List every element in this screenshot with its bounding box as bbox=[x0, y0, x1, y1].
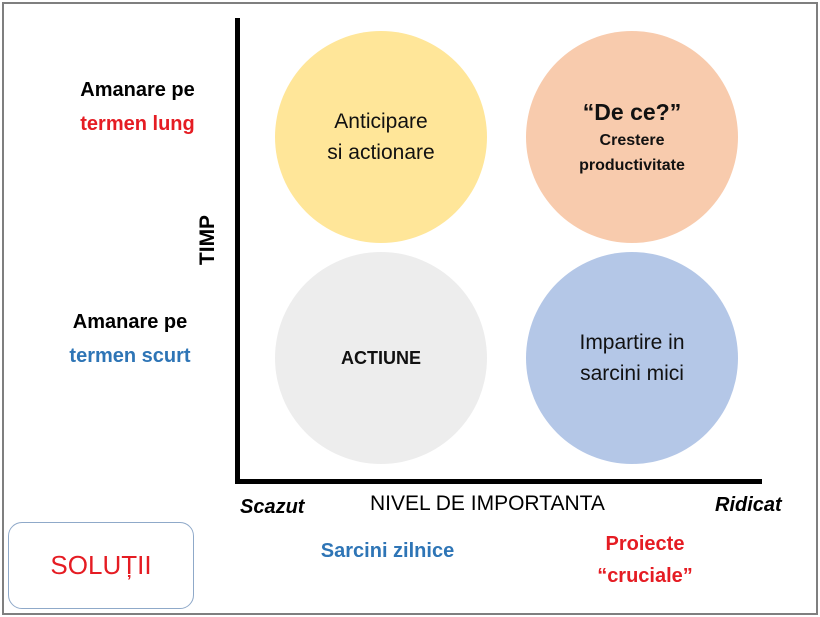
y-axis-title: TIMP bbox=[196, 214, 219, 266]
y-label-long-term: Amanare pe termen lung bbox=[40, 73, 235, 141]
solutions-crucial-line2: “cruciale” bbox=[597, 565, 693, 587]
quadrant-text: ACTIUNE bbox=[341, 347, 421, 368]
y-label-short-line2: termen scurt bbox=[69, 345, 191, 367]
quadrant-text: sarcini mici bbox=[580, 362, 684, 385]
quadrant-text: Crestere bbox=[599, 132, 665, 149]
quadrant-anticipate: Anticipare si actionare bbox=[275, 31, 487, 243]
solutions-daily-tasks: Sarcini zilnice bbox=[320, 540, 455, 562]
quadrant-action: ACTIUNE bbox=[275, 252, 487, 464]
quadrant-text: Impartire in bbox=[579, 331, 685, 354]
x-axis-line bbox=[235, 479, 762, 484]
solutions-button[interactable]: SOLUȚII bbox=[8, 522, 194, 609]
quadrant-split: Impartire in sarcini mici bbox=[526, 252, 738, 464]
y-label-long-line1: Amanare pe bbox=[80, 79, 195, 101]
solutions-crucial-projects: Proiecte “cruciale” bbox=[570, 528, 720, 592]
y-axis-line bbox=[235, 18, 240, 484]
y-label-long-line2: termen lung bbox=[80, 113, 195, 135]
y-label-short-line1: Amanare pe bbox=[72, 311, 188, 333]
quadrant-text: si actionare bbox=[327, 141, 435, 164]
x-axis-title: NIVEL DE IMPORTANTA bbox=[370, 492, 605, 515]
x-axis-high: Ridicat bbox=[715, 494, 782, 516]
quadrant-text: Anticipare bbox=[334, 110, 428, 133]
solutions-crucial-line1: Proiecte bbox=[605, 533, 685, 555]
quadrant-why: “De ce?” Crestere productivitate bbox=[526, 31, 738, 243]
quadrant-text: productivitate bbox=[579, 157, 685, 174]
y-label-short-term: Amanare pe termen scurt bbox=[30, 305, 230, 373]
quadrant-text: “De ce?” bbox=[582, 99, 682, 125]
x-axis-low: Scazut bbox=[240, 496, 305, 518]
